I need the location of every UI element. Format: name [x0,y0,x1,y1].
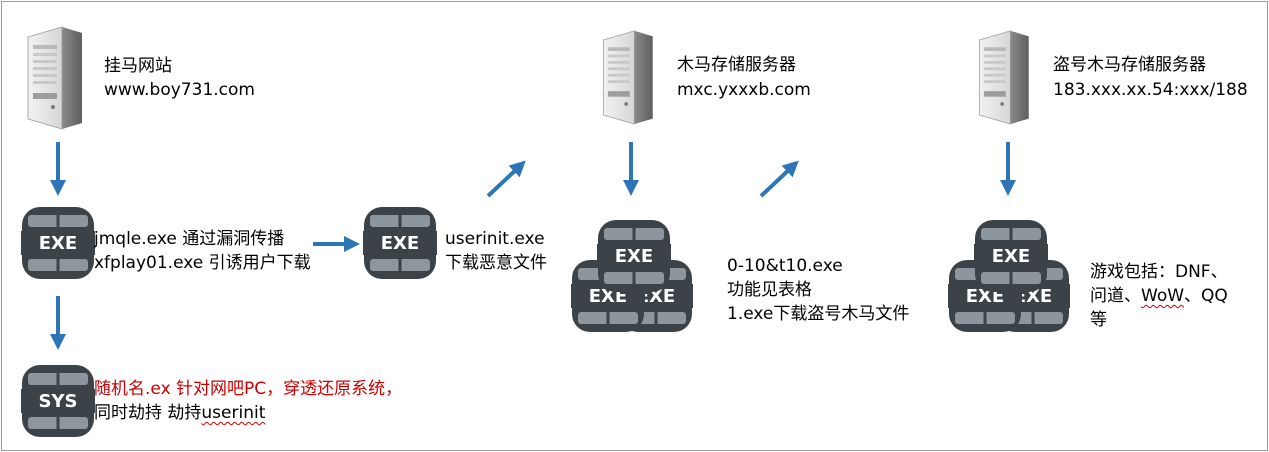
exe-file-icon: EXE [361,205,439,281]
server-title: 盗号木马存储服务器 [1053,55,1206,75]
stage2-line1: userinit.exe [445,229,545,249]
svg-text:SYS: SYS [39,391,78,412]
stage1-line2: xfplay01.exe 引诱用户下载 [94,253,311,273]
exe-file-stack-icon: EXE EXE EXE [946,218,1072,334]
svg-text:EXE: EXE [381,233,419,254]
svg-text:EXE: EXE [615,246,653,267]
stage3-line3: 1.exe下载盗号木马文件 [727,304,910,324]
stage4-line2: 问道、WoW、QQ [1090,286,1228,306]
arrow-up-right [759,160,799,198]
server-address: 183.xxx.xx.54:xxx/188 [1053,80,1248,100]
arrow-up-right [486,160,526,198]
server-title: 挂马网站 [104,56,172,76]
svg-text:EXE: EXE [39,233,77,254]
stage1-line1: jmqle.exe 通过漏洞传播 [94,229,285,249]
server-address: mxc.yxxxb.com [677,80,811,100]
exe-file-stack-icon: EXE EXE EXE [569,218,695,334]
exe-file-icon: EXE [19,205,97,281]
server-title: 木马存储服务器 [677,55,796,75]
stage4-line1: 游戏包括：DNF、 [1090,262,1228,282]
sys-file-icon: SYS [19,363,97,439]
stage2-line2: 下载恶意文件 [445,253,547,273]
stage3-line2: 功能见表格 [727,280,812,300]
server-address: www.boy731.com [104,80,255,100]
sys-line1: 随机名.ex 针对网吧PC，穿透还原系统， [94,379,403,399]
svg-text:EXE: EXE [992,246,1030,267]
sys-line2: 同时劫持 劫持userinit [94,403,266,423]
stage3-line1: 0-10&t10.exe [727,256,843,276]
stage4-line3: 等 [1090,310,1107,330]
